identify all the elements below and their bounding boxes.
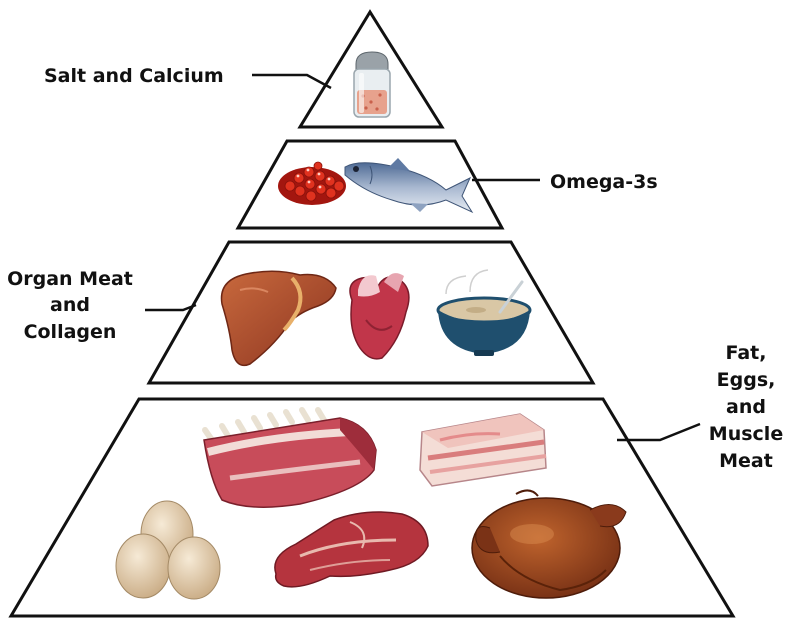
- label-organ-line-3: Collagen: [24, 321, 117, 343]
- label-organ-line-2: and: [50, 294, 90, 316]
- label-organ-meat: Organ Meat and Collagen: [7, 268, 133, 343]
- label-base-line-1: Fat,: [726, 342, 767, 364]
- tier-4-outline: [11, 399, 733, 616]
- label-salt-calcium: Salt and Calcium: [44, 65, 224, 87]
- label-omega-3s: Omega-3s: [550, 171, 658, 193]
- label-base-line-3: and: [726, 396, 766, 418]
- label-base-line-5: Meat: [719, 450, 773, 472]
- salt-shaker-icon: [354, 52, 390, 117]
- label-fat-eggs-muscle: Fat, Eggs, and Muscle Meat: [709, 342, 783, 472]
- label-base-line-2: Eggs,: [717, 369, 776, 391]
- label-organ-line-1: Organ Meat: [7, 268, 133, 290]
- label-base-line-4: Muscle: [709, 423, 783, 445]
- salt-connector: [252, 75, 331, 88]
- organ-connector: [145, 305, 196, 310]
- base-connector: [617, 424, 700, 440]
